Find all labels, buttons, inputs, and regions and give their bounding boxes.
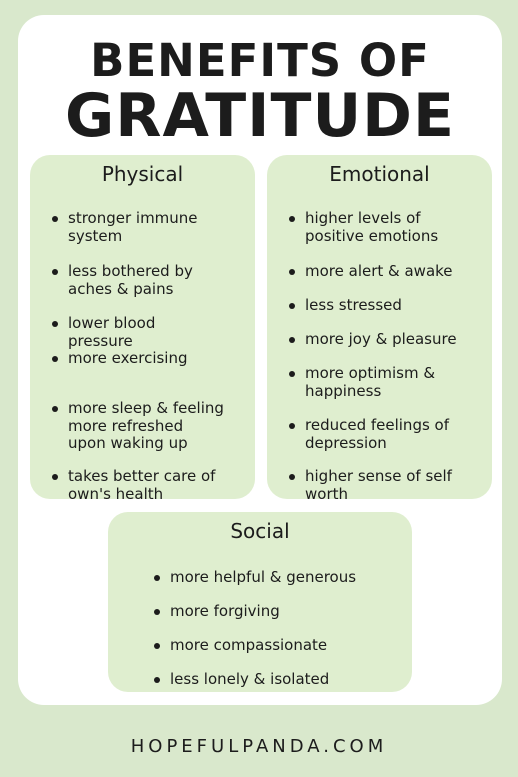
physical-item-line: aches & pains xyxy=(68,279,174,298)
bullet-icon xyxy=(52,269,58,275)
bullet-icon xyxy=(154,609,160,615)
footer-url: HOPEFULPANDA.COM xyxy=(130,736,388,757)
social-heading: Social xyxy=(230,519,290,543)
emotional-item-line: depression xyxy=(305,433,387,452)
bullet-icon xyxy=(289,474,295,480)
bullet-icon xyxy=(289,337,295,343)
bullet-icon xyxy=(154,575,160,581)
physical-item-line: own's health xyxy=(68,484,164,503)
social-item-line: more helpful & generous xyxy=(170,568,357,586)
physical-item-line: upon waking up xyxy=(68,434,188,452)
bullet-icon xyxy=(52,474,58,480)
emotional-item-line: higher sense of self xyxy=(305,467,452,485)
physical-item-line: takes better care of xyxy=(68,467,216,485)
emotional-item: more joy & pleasure xyxy=(289,330,488,349)
bullet-icon xyxy=(289,303,295,309)
emotional-item: more alert & awake xyxy=(289,262,488,281)
physical-item: more exercising xyxy=(52,349,251,368)
physical-item-line: more exercising xyxy=(68,349,188,367)
emotional-item-line: more optimism & xyxy=(305,364,436,382)
physical-item-line: more sleep & feeling xyxy=(68,399,224,417)
physical-item-line: more refreshed xyxy=(68,416,184,435)
social-item: more forgiving xyxy=(154,602,408,621)
physical-heading: Physical xyxy=(101,162,184,186)
emotional-item-line: worth xyxy=(305,484,349,503)
title-line-1: BENEFITS OF xyxy=(90,34,430,87)
emotional-item-line: more joy & pleasure xyxy=(305,330,457,348)
emotional-item: less stressed xyxy=(289,296,488,315)
social-item: more compassionate xyxy=(154,636,408,655)
social-item-line: more compassionate xyxy=(170,636,328,654)
physical-item-line: system xyxy=(68,226,123,245)
bullet-icon xyxy=(289,423,295,429)
social-box: Social more helpful & generous more forgi… xyxy=(108,512,412,692)
bullet-icon xyxy=(289,371,295,377)
emotional-item-line: less stressed xyxy=(305,296,402,314)
physical-item-line: pressure xyxy=(68,331,133,350)
emotional-item-line: positive emotions xyxy=(305,226,439,245)
emotional-item-line: more alert & awake xyxy=(305,262,453,280)
emotional-item-line: reduced feelings of xyxy=(305,416,450,434)
social-item-line: more forgiving xyxy=(170,602,280,620)
infographic-card: BENEFITS OF GRATITUDE Physical stronger … xyxy=(18,15,502,705)
bullet-icon xyxy=(154,677,160,683)
physical-item-line: lower blood xyxy=(68,314,156,332)
bullet-icon xyxy=(52,406,58,412)
social-item: less lonely & isolated xyxy=(154,670,408,689)
bullet-icon xyxy=(154,643,160,649)
emotional-item-line: higher levels of xyxy=(305,209,421,227)
title-line-2: GRATITUDE xyxy=(65,81,455,151)
emotional-item-line: happiness xyxy=(305,381,382,400)
bullet-icon xyxy=(52,321,58,327)
emotional-item: more optimism &happiness xyxy=(289,364,488,400)
social-item: more helpful & generous xyxy=(154,568,408,587)
physical-item-line: less bothered by xyxy=(68,262,193,280)
bullet-icon xyxy=(289,269,295,275)
social-item-line: less lonely & isolated xyxy=(170,670,330,688)
bullet-icon xyxy=(52,356,58,362)
bullet-icon xyxy=(52,216,58,222)
bullet-icon xyxy=(289,216,295,222)
physical-item-line: stronger immune xyxy=(68,209,198,227)
emotional-heading: Emotional xyxy=(329,162,430,186)
